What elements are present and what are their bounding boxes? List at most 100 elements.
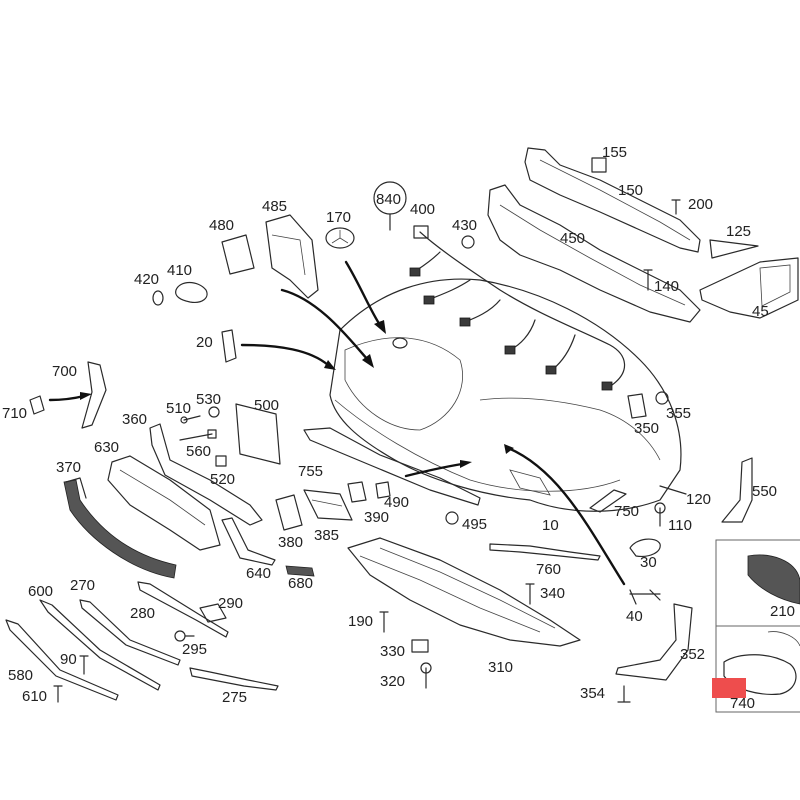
callout-495: 495 — [462, 516, 487, 533]
callout-155: 155 — [602, 144, 627, 161]
part-352-bracket — [615, 603, 693, 681]
callout-580: 580 — [8, 667, 33, 684]
part-560-pin — [179, 429, 217, 441]
callout-840: 840 — [376, 191, 401, 208]
callout-630: 630 — [94, 439, 119, 456]
part-320-bolt — [420, 662, 432, 689]
callout-190: 190 — [348, 613, 373, 630]
callout-110: 110 — [668, 517, 692, 534]
part-680-grille — [285, 565, 315, 577]
part-420-ring — [152, 290, 164, 306]
part-760-trim-strip — [489, 543, 601, 561]
part-400-wiring-harness — [409, 225, 626, 391]
inset-740 — [712, 625, 800, 713]
callout-640: 640 — [246, 565, 271, 582]
callout-354: 354 — [580, 685, 605, 702]
callout-290: 290 — [218, 595, 243, 612]
part-270-trim-strip — [79, 599, 181, 666]
part-110-bolt — [654, 502, 666, 527]
part-190-bolt — [379, 611, 389, 633]
inset-210 — [715, 539, 800, 627]
part-355-clip — [655, 391, 669, 405]
callout-210: 210 — [770, 603, 795, 620]
callout-270: 270 — [70, 577, 95, 594]
callout-20: 20 — [196, 334, 213, 351]
part-630-grille-insert — [107, 455, 221, 551]
part-150-crossmember — [524, 147, 701, 253]
part-140-bolt — [643, 269, 653, 291]
part-490-clip — [375, 481, 391, 499]
callout-295: 295 — [182, 641, 207, 658]
part-510-bolt — [180, 415, 201, 424]
callout-410: 410 — [167, 262, 192, 279]
part-275-trim-strip — [189, 667, 279, 691]
callout-140: 140 — [654, 278, 679, 295]
part-30-cap — [629, 538, 661, 557]
callout-200: 200 — [688, 196, 713, 213]
part-495-clip — [445, 511, 459, 525]
part-350-clip — [627, 393, 647, 419]
part-610-bolt — [53, 685, 63, 703]
callout-310: 310 — [488, 659, 513, 676]
callout-355: 355 — [666, 405, 691, 422]
part-700-side-trim — [81, 361, 107, 429]
callout-520: 520 — [210, 471, 235, 488]
callout-320: 320 — [380, 673, 405, 690]
part-390-clip — [347, 481, 367, 503]
callout-45: 45 — [752, 303, 769, 320]
callout-510: 510 — [166, 400, 191, 417]
callout-30: 30 — [640, 554, 657, 571]
callout-340: 340 — [540, 585, 565, 602]
part-500-plate — [235, 403, 281, 465]
callout-330: 330 — [380, 643, 405, 660]
part-485-bracket — [265, 214, 319, 299]
part-550-bracket — [721, 457, 753, 523]
callout-560: 560 — [186, 443, 211, 460]
callout-420: 420 — [134, 271, 159, 288]
part-410-sensor — [175, 281, 208, 303]
callout-120: 120 — [686, 491, 711, 508]
callout-360: 360 — [122, 411, 147, 428]
callout-530: 530 — [196, 391, 221, 408]
part-290-clip — [199, 603, 227, 623]
part-170-star-emblem — [325, 227, 355, 249]
part-530-nut — [208, 406, 220, 418]
part-354-bolt — [617, 685, 631, 703]
part-330-clip — [411, 639, 429, 653]
callout-125: 125 — [726, 223, 751, 240]
callout-370: 370 — [56, 459, 81, 476]
part-750-trim — [589, 489, 627, 513]
callout-385: 385 — [314, 527, 339, 544]
part-10-bumper-cover — [329, 278, 682, 512]
callout-280: 280 — [130, 605, 155, 622]
callout-755: 755 — [298, 463, 323, 480]
callout-480: 480 — [209, 217, 234, 234]
callout-840-circle — [373, 181, 407, 231]
callout-170: 170 — [326, 209, 351, 226]
part-840-small-emblem — [392, 337, 408, 349]
part-280-trim-strip — [137, 581, 229, 638]
part-580-trim-strip — [5, 619, 119, 701]
part-45-bracket — [699, 257, 799, 319]
part-40-bracket — [629, 589, 661, 605]
callout-430: 430 — [452, 217, 477, 234]
part-385-bracket — [303, 489, 353, 521]
callout-352: 352 — [680, 646, 705, 663]
part-520-clip — [215, 455, 227, 467]
callout-350: 350 — [634, 420, 659, 437]
part-755-spoiler — [303, 427, 481, 506]
part-710-clip — [29, 395, 45, 415]
callout-485: 485 — [262, 198, 287, 215]
callout-labels: 155 150 200 125 450 140 45 400 430 840 1… — [2, 144, 795, 712]
callout-550: 550 — [752, 483, 777, 500]
part-380-bracket — [275, 494, 303, 531]
leader-arrows — [48, 260, 626, 586]
part-90-bolt — [79, 655, 89, 675]
callout-40: 40 — [626, 608, 643, 625]
callout-390: 390 — [364, 509, 389, 526]
part-600-trim-strip — [39, 599, 161, 691]
marker-red — [712, 678, 746, 698]
callout-610: 610 — [22, 688, 47, 705]
callout-710: 710 — [2, 405, 27, 422]
